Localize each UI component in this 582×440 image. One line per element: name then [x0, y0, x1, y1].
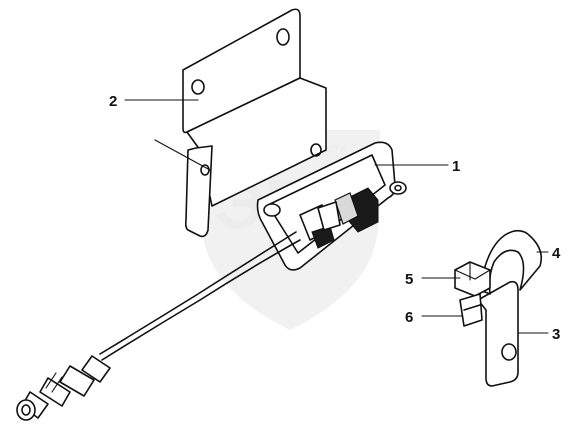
callout-labels: 2 1 3 4 5 6 — [109, 93, 561, 343]
sensor-cable — [99, 139, 301, 361]
callout-5: 5 — [405, 271, 413, 288]
callout-1: 1 — [452, 158, 460, 175]
bracket-part-2 — [182, 8, 327, 238]
callout-2: 2 — [109, 93, 117, 110]
sensor-probe — [16, 355, 111, 421]
callout-4: 4 — [552, 245, 561, 262]
callout-6: 6 — [405, 309, 413, 326]
clamp-assembly — [454, 229, 543, 387]
callout-leaders — [124, 99, 549, 334]
module-part-1 — [256, 141, 407, 271]
callout-3: 3 — [552, 326, 560, 343]
